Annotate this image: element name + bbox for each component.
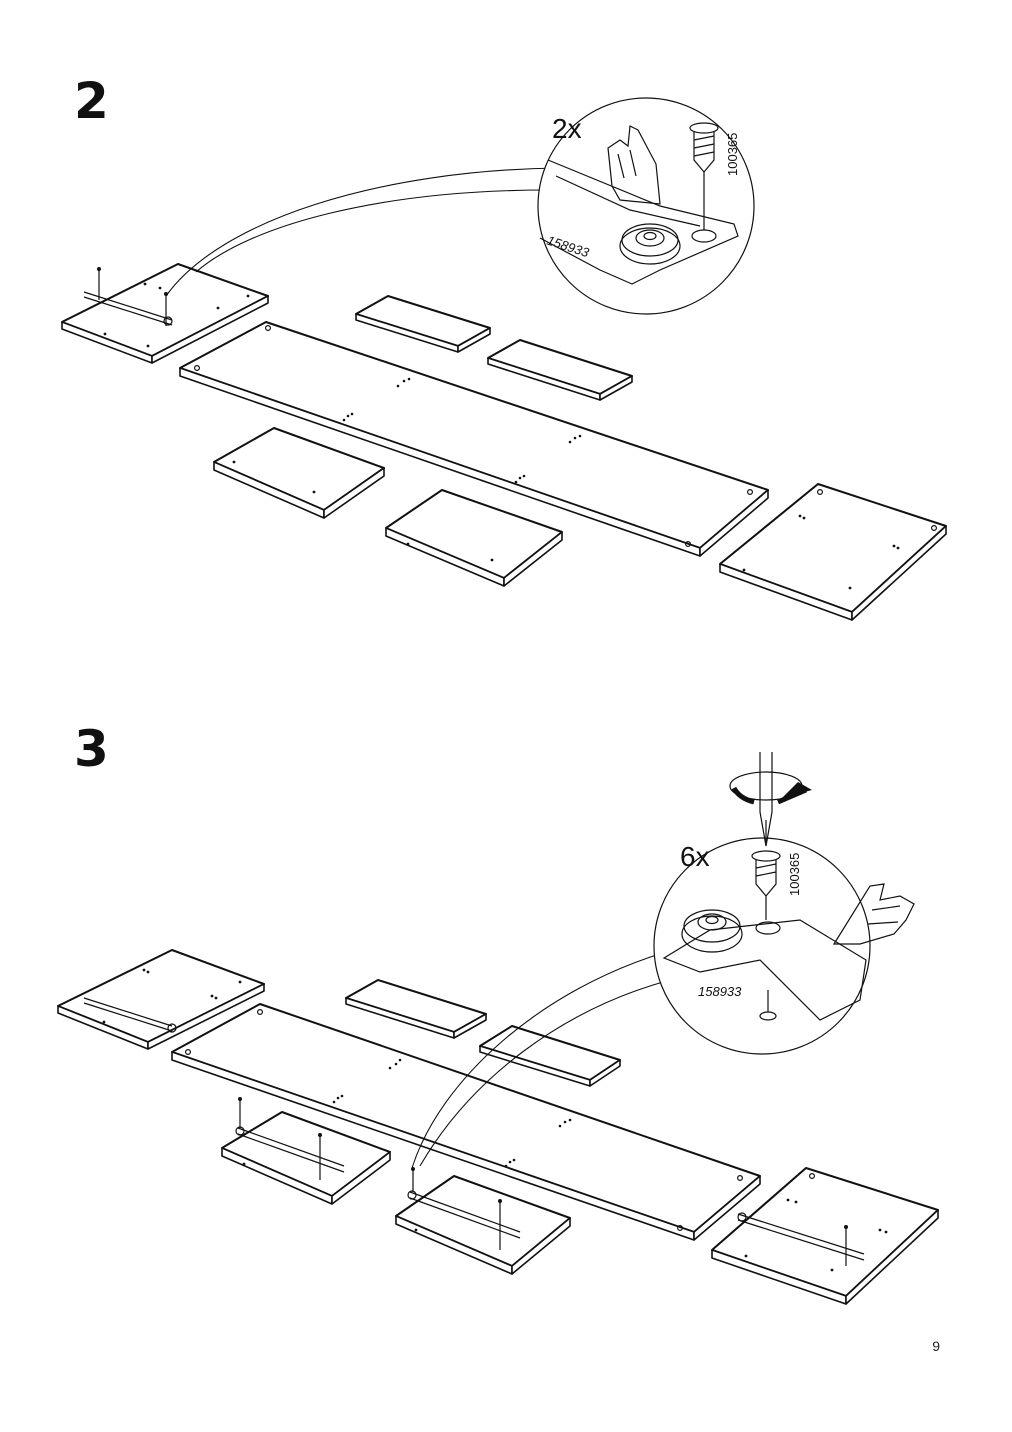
step-3-shelf-small-1 [345, 979, 487, 1039]
step-3-screw-part-number: 100365 [787, 853, 802, 896]
hand-press-icon [832, 883, 915, 945]
step-3-number: 3 [74, 720, 109, 778]
step-3-bracket-part-number: 158933 [698, 984, 742, 999]
step-2-top-panel-long [179, 321, 769, 557]
step-2-side-panel-right [719, 483, 947, 621]
step-2-side-panel-left [61, 263, 269, 364]
step-3-detail-callout [653, 837, 871, 1055]
step-3-side-panel-right [711, 1167, 939, 1305]
step-2-shelf-lower-left [213, 427, 385, 519]
step-2-shelf-small-1 [355, 295, 491, 353]
step-2-number: 2 [74, 72, 109, 130]
step-2-illustration: 2x 100365 158933 [61, 97, 947, 621]
step-2-detail-callout [537, 97, 755, 315]
step-2-shelf-small-2 [487, 339, 633, 401]
step-3-shelf-lower-middle [395, 1167, 571, 1275]
screwdriver-icon [759, 752, 773, 847]
step-3-quantity: 6x [680, 841, 710, 872]
step-3-illustration: 6x 100365 158933 [57, 752, 939, 1305]
step-2-shelf-lower-middle [385, 489, 563, 587]
page-number: 9 [932, 1338, 940, 1354]
step-3-side-panel-left [57, 949, 265, 1050]
step-2-quantity: 2x [552, 113, 582, 144]
step-3-shelf-lower-left [221, 1097, 391, 1205]
rotate-clockwise-icon [729, 771, 812, 805]
step-2-screw-part-number: 100365 [725, 133, 740, 176]
step-3-shelf-small-2 [479, 1025, 621, 1087]
